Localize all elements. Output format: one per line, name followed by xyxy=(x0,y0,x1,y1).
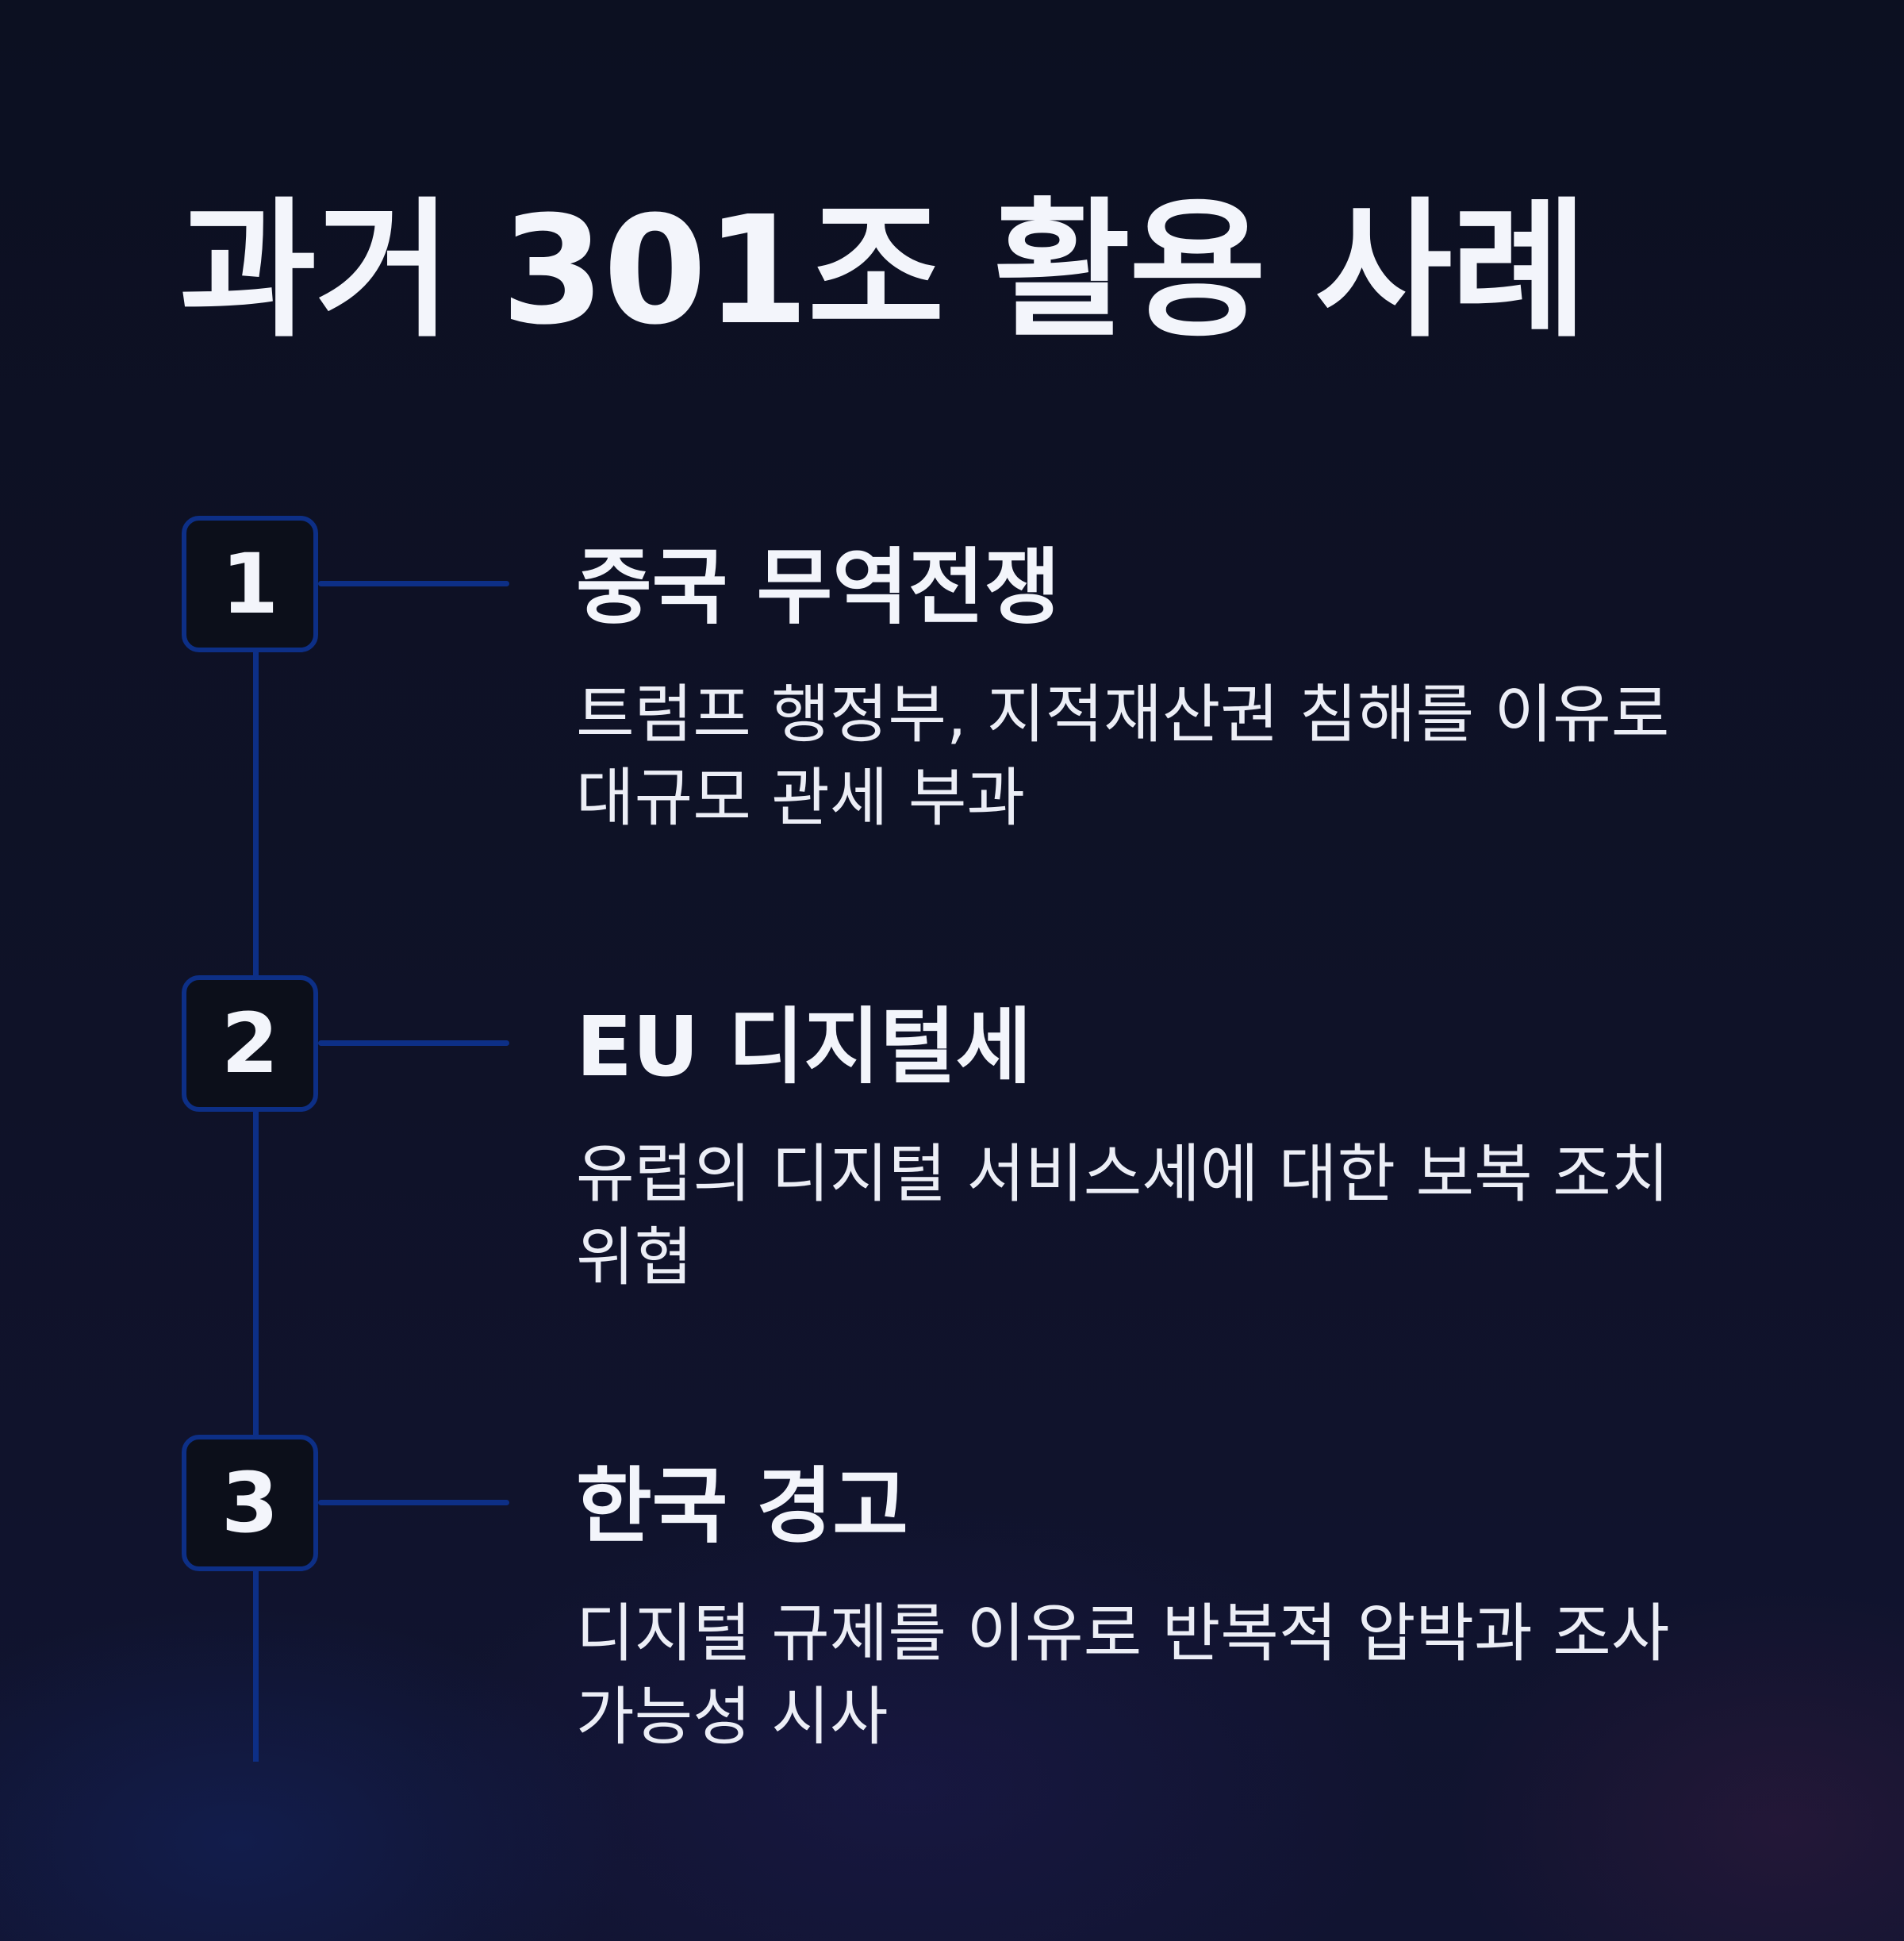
timeline-connector xyxy=(318,1040,509,1046)
step-number-badge: 1 xyxy=(182,516,318,652)
item-title: 한국 경고 xyxy=(576,1458,908,1555)
item-title: 중국 무역전쟁 xyxy=(576,539,1061,636)
step-number-badge: 3 xyxy=(182,1435,318,1571)
timeline-connector xyxy=(318,581,509,586)
item-description: 유럽의 디지털 서비스세에 대한 보복 조치 위협 xyxy=(576,1137,1670,1294)
step-number-badge: 2 xyxy=(182,975,318,1112)
item-description: 트럼프 행정부, 지적재산권 침해를 이유로 대규모 관세 부과 xyxy=(576,678,1670,835)
timeline-line xyxy=(253,647,259,1762)
timeline-item-1: 1 중국 무역전쟁 트럼프 행정부, 지적재산권 침해를 이유로 대규모 관세 … xyxy=(0,516,1904,913)
item-title: EU 디지털세 xyxy=(576,998,1032,1095)
page-title: 과거 301조 활용 사례 xyxy=(179,184,1588,358)
timeline-item-2: 2 EU 디지털세 유럽의 디지털 서비스세에 대한 보복 조치 위협 xyxy=(0,975,1904,1372)
timeline-item-3: 3 한국 경고 디지털 규제를 이유로 반복적 압박과 조사 가능성 시사 xyxy=(0,1435,1904,1831)
item-description: 디지털 규제를 이유로 반복적 압박과 조사 가능성 시사 xyxy=(576,1597,1670,1754)
timeline-connector xyxy=(318,1500,509,1505)
